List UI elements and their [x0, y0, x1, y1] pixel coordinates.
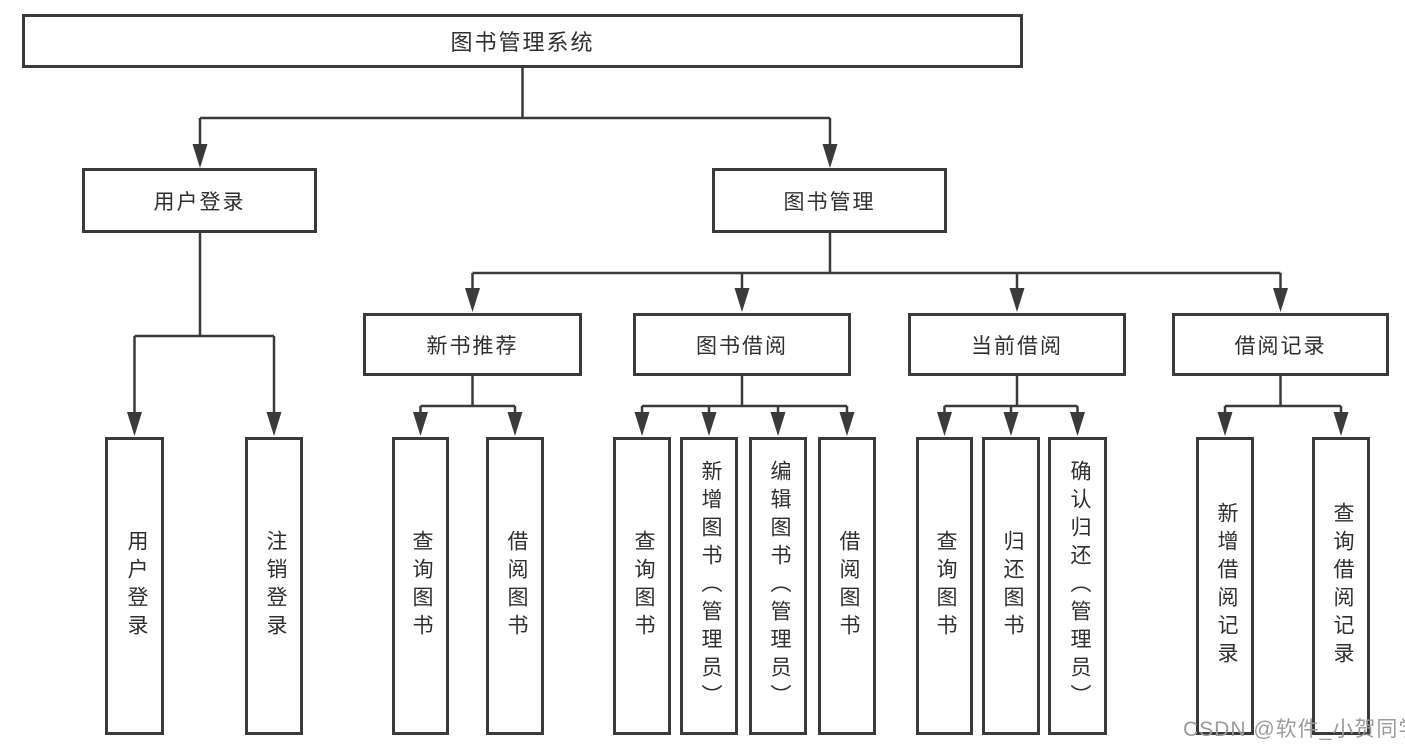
leaf-add-book-admin: 新增图书（管理员）: [680, 437, 738, 735]
node-book-borrowing: 图书借阅: [633, 313, 851, 376]
leaf-borrow-books-borrow: 借阅图书: [818, 437, 876, 735]
leaf-edit-book-admin: 编辑图书（管理员）: [749, 437, 807, 735]
leaf-query-books-recommend: 查询图书: [392, 437, 449, 735]
connector-book-borrow-children: [640, 376, 849, 414]
leaf-user-login: 用户登录: [105, 437, 164, 735]
leaf-confirm-return-admin: 确认归还（管理员）: [1048, 437, 1107, 735]
leaf-add-borrow-record: 新增借阅记录: [1196, 437, 1254, 735]
connector-user-login-children: [133, 233, 276, 414]
node-current-borrowing: 当前借阅: [908, 313, 1126, 376]
leaf-query-books-current: 查询图书: [916, 437, 973, 735]
leaf-query-borrow-record: 查询借阅记录: [1312, 437, 1370, 735]
node-label: 新书推荐: [426, 334, 519, 358]
connector-book-management-children: [471, 233, 1282, 290]
leaf-borrow-books-recommend: 借阅图书: [486, 437, 544, 735]
node-label: 借阅记录: [1234, 334, 1327, 358]
leaf-query-books-borrow: 查询图书: [613, 437, 671, 735]
leaf-logout: 注销登录: [245, 437, 303, 735]
node-label: 当前借阅: [971, 334, 1063, 358]
node-label: 图书借阅: [696, 334, 788, 358]
connector-current-borrow-children: [943, 376, 1079, 414]
node-label: 图书管理: [783, 190, 876, 214]
connector-borrow-record-children: [1223, 376, 1343, 414]
node-label: 用户登录: [153, 190, 246, 214]
node-borrowing-records: 借阅记录: [1172, 313, 1389, 376]
node-user-login: 用户登录: [82, 168, 317, 233]
node-label: 图书管理系统: [450, 30, 595, 55]
connector-root-to-level2: [198, 68, 832, 146]
csdn-watermark: CSDN @软件_小贺同学: [1183, 718, 1405, 741]
node-library-management-system: 图书管理系统: [22, 14, 1023, 68]
connector-new-book-children: [419, 376, 517, 414]
leaf-return-book: 归还图书: [982, 437, 1040, 735]
node-new-book-recommendation: 新书推荐: [363, 313, 582, 376]
node-book-management: 图书管理: [712, 168, 947, 233]
